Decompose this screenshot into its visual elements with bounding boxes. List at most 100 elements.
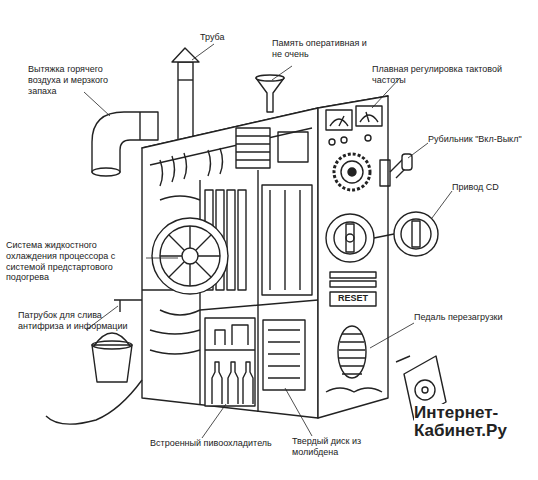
beer-fridge [228,362,238,404]
machine-body [257,170,258,412]
memory-block [236,135,270,136]
hard-disk [268,330,300,378]
chimney [178,79,193,80]
part-label: Система жидкостного охлаждения процессор… [6,240,148,283]
leader-lines [192,44,214,60]
front-panel [401,219,431,249]
front-panel [339,334,365,374]
front-panel [334,154,370,190]
memory-block [278,132,308,162]
leader-lines [146,258,178,259]
memory-block [236,143,270,144]
front-panel [326,388,382,392]
cooling-radiator [262,185,312,295]
memory-block [236,128,270,168]
panel-label: RESET [330,293,376,304]
heater-elements [160,148,223,186]
front-panel [338,326,366,378]
chimney [172,48,199,146]
leader-lines [408,143,428,158]
part-label: Привод CD [452,182,532,193]
watermark: Интернет- Кабинет.Ру [414,404,536,440]
cooling-fan [152,218,228,294]
machine-body [200,300,318,310]
exhaust-pipe [139,112,140,140]
cooling-fan [160,226,220,286]
funnel [256,75,284,112]
front-panel [365,135,371,141]
beer-fridge [243,362,253,404]
front-panel [412,221,420,247]
funnel [256,75,284,81]
leader-lines [84,44,452,438]
cooling-radiator [269,190,270,290]
machine-body [142,108,318,418]
front-panel [330,112,378,126]
beer-fridge [212,362,222,404]
floppy-disk [422,387,428,393]
front-panel [326,110,352,130]
front-panel [330,272,376,278]
cooling-fan [160,226,220,286]
chimney [172,48,199,62]
part-label: Патрубок для слива антифриза и информаци… [18,310,128,332]
front-panel [330,281,376,287]
front-panel [348,168,356,176]
leader-lines [272,66,292,80]
drain-bucket [92,341,132,349]
memory-block [236,151,270,152]
beer-fridge [215,325,248,345]
funnel [256,78,284,112]
front-panel [334,222,366,254]
hard-disk [263,320,305,390]
front-panel [341,137,347,143]
cooling-radiator [238,190,246,290]
exhaust-pipe [92,168,120,176]
front-panel [380,160,390,186]
front-panel [394,212,438,256]
machine-body [150,128,312,165]
front-panel [346,234,354,242]
floppy-disk [396,356,410,362]
part-label: Твердый диск из молибдена [292,436,392,458]
cooling-radiator [299,190,300,290]
beer-fridge [205,318,255,406]
machine-body [318,96,388,418]
part-label: Встроенный пивоохладитель [150,438,290,449]
front-panel [329,139,335,145]
beer-fridge [205,318,255,406]
front-panel [341,161,363,183]
front-panel [326,214,374,262]
memory-block [236,159,270,160]
drain-bucket [92,345,132,382]
part-label: Вытяжка горячего воздуха и мерзкого запа… [28,64,128,96]
part-label: Плавная регулировка тактовой частоты [372,64,536,86]
front-panel [346,224,354,252]
memory-block [236,128,308,168]
cooling-fan [182,248,198,264]
front-panel [330,292,376,306]
front-panel [326,106,438,392]
cooling-fan [152,218,228,294]
part-label: Педаль перезагрузки [414,312,534,323]
leader-lines [370,323,414,348]
leader-lines [285,388,312,436]
leader-lines [84,92,110,116]
front-panel [374,234,394,238]
part-label: Память оперативная и не очень [272,38,372,60]
leader-lines [202,404,226,438]
drain-bucket [46,380,142,424]
part-label: Рубильник "Вкл-Выкл" [428,134,536,145]
drain-bucket [94,333,130,346]
floppy-disk [415,380,435,400]
drain-bucket [114,300,142,312]
beer-fridge [205,349,255,350]
front-panel [356,106,382,126]
cooling-radiator [284,190,285,290]
hard-disk [263,320,305,390]
leader-lines [432,191,452,218]
machine-body [142,96,388,418]
chimney [178,62,193,146]
part-label: Труба [200,32,260,43]
heater-elements [160,148,223,186]
